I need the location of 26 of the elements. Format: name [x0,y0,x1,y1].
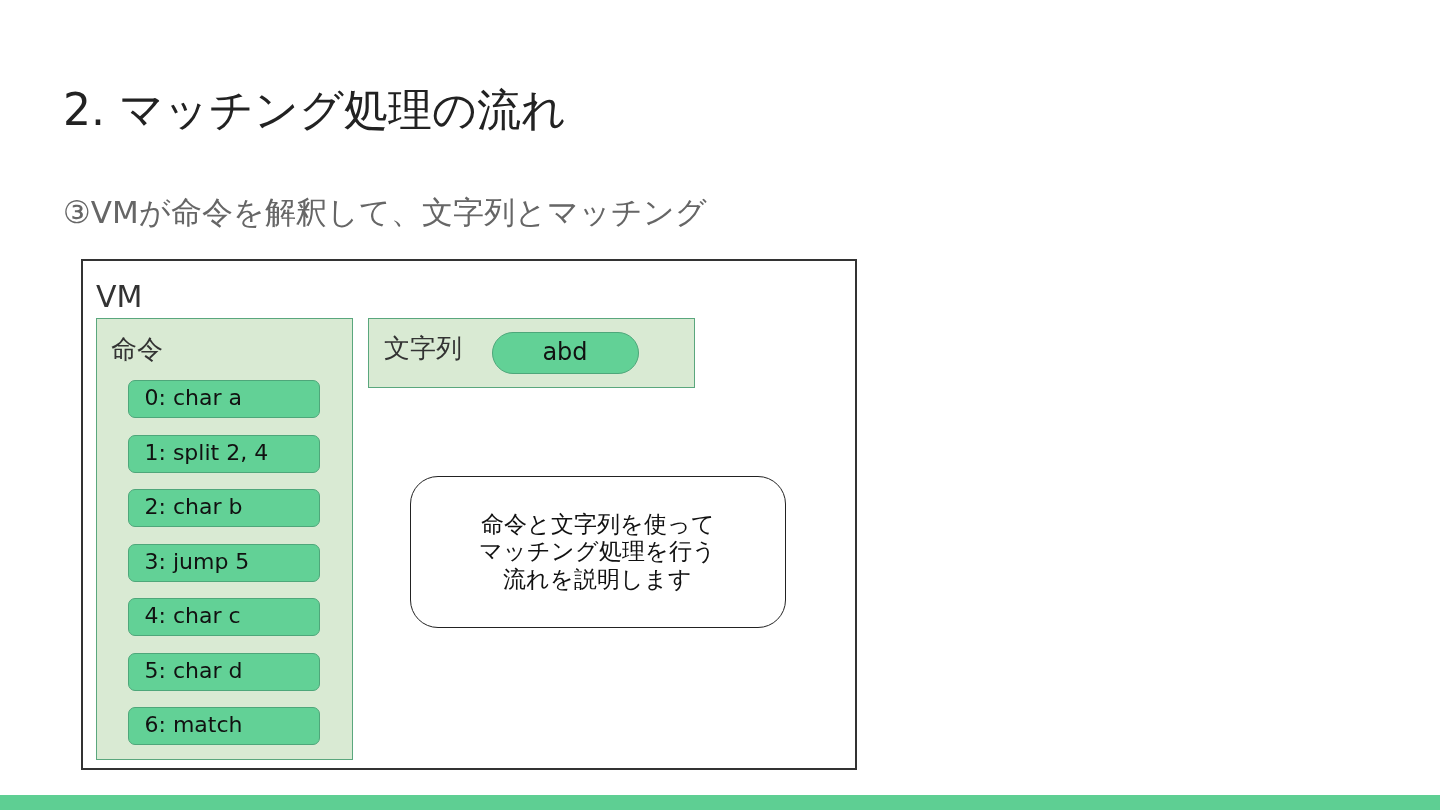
instruction-chip [127,434,320,473]
instruction-text: 6: match [144,712,243,739]
panel-title: 文字列 [384,333,462,365]
string-pill [491,331,639,374]
instruction-text: 1: split 2, 4 [144,440,269,467]
instruction-text: 5: char d [144,658,243,685]
string-text: abd [542,338,588,367]
instruction-chip [127,597,320,636]
string-panel [368,318,695,388]
instruction-text: 2: char b [144,494,243,521]
vm-frame [81,259,857,770]
instruction-chip [127,488,320,527]
instruction-chip [127,652,320,691]
instruction-text: 4: char c [144,603,241,630]
slide-subtitle: ③VMが命令を解釈して、文字列とマッチング [63,194,707,232]
description-text: 命令と文字列を使ってマッチング処理を行う流れを説明します [478,510,718,594]
panel-title: 命令 [111,334,163,366]
instruction-chip [127,379,320,418]
instruction-chip [127,706,320,745]
instruction-chip [127,543,320,582]
instruction-text: 0: char a [144,385,242,412]
instruction-text: 3: jump 5 [144,549,250,576]
instruction-panel [96,318,353,760]
frame-title: VM [96,279,143,315]
description-box [410,476,786,628]
slide-title: 2. マッチング処理の流れ [63,84,566,137]
